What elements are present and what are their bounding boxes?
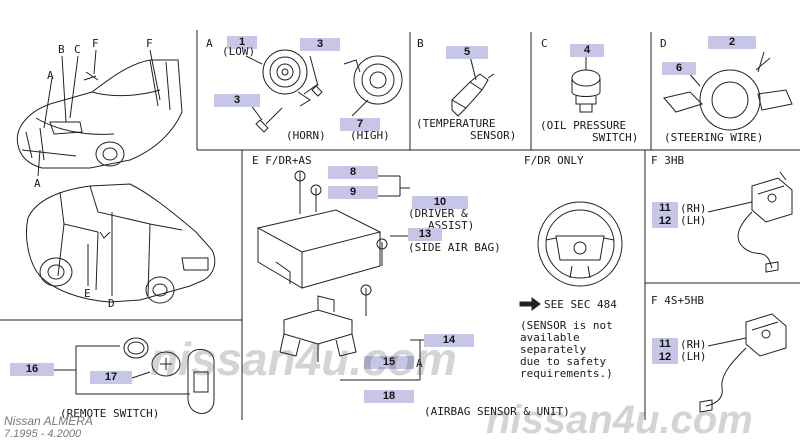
f3hb-sensor-illustration (707, 171, 793, 273)
car-label-d: D (108, 297, 115, 310)
footer-model: Nissan ALMERA (4, 414, 93, 428)
callout-8: 8 (328, 166, 378, 179)
f4s5hb-rh-label: (RH) (680, 338, 707, 351)
car-label-f-right: F (146, 37, 153, 50)
see-sec-label: SEE SEC 484 (544, 298, 617, 311)
steering-wire-label: (STEERING WIRE) (664, 131, 764, 144)
callout-11-f4s5hb: 11 (652, 338, 678, 351)
section-c-letter: C (541, 37, 548, 50)
callout-12-f4s5hb: 12 (652, 351, 678, 364)
fdr-only-label: F/DR ONLY (524, 154, 584, 167)
horn-label: (HORN) (286, 129, 326, 142)
sensor-note-line-4: due to safety (520, 355, 607, 368)
oil-switch-label-2: SWITCH) (592, 131, 639, 144)
callout-16: 16 (10, 363, 54, 376)
section-d-letter: D (660, 37, 667, 50)
sensor-note-line-3: separately (520, 343, 587, 356)
callout-9: 9 (328, 186, 378, 199)
callout-18: 18 (364, 390, 414, 403)
horn-high-label: (HIGH) (350, 129, 390, 142)
airbag-unit-caption: (AIRBAG SENSOR & UNIT) (424, 405, 570, 418)
driver-assist-label-1: (DRIVER & (408, 207, 468, 220)
oil-pressure-switch-illustration (571, 56, 601, 113)
sensor-note-line-2: available (520, 331, 580, 344)
car-label-e: E (84, 287, 91, 300)
f3hb-lh-label: (LH) (680, 214, 707, 227)
callout-17: 17 (90, 371, 132, 384)
callout-3-top: 3 (300, 38, 340, 51)
callout-7: 7 (340, 118, 380, 131)
callout-5: 5 (446, 46, 488, 59)
callout-1: 1 (227, 36, 257, 49)
car-label-f-left: F (92, 37, 99, 50)
oil-switch-label-1: (OIL PRESSURE (540, 119, 627, 132)
watermark-corner: nissan4u.com (486, 398, 753, 442)
watermark-center: nissan4u.com (150, 333, 457, 385)
section-e-heading: E F/DR+AS (252, 154, 312, 167)
sensor-note-line-1: (SENSOR is not (520, 319, 613, 332)
airbag-unit-illustration (256, 170, 623, 381)
car-front-illustration (16, 49, 183, 177)
callout-2: 2 (708, 36, 756, 49)
callout-15: 15 (364, 356, 414, 369)
footer-dates: 7.1995 - 4.2000 (4, 428, 82, 440)
remote-switch-caption: (REMOTE SWITCH) (60, 407, 160, 420)
callout-6: 6 (662, 62, 696, 75)
section-e-letter-a: A (416, 357, 423, 370)
section-frames (0, 30, 800, 420)
remote-switch-illustration (54, 337, 215, 414)
temp-sensor-label-2: SENSOR) (470, 129, 517, 142)
callout-11-f3hb: 11 (652, 202, 678, 215)
callout-13: 13 (408, 228, 442, 241)
horn-low-label: (LOW) (222, 45, 256, 58)
callout-12-f3hb: 12 (652, 215, 678, 228)
section-f4s5hb-heading: F 4S+5HB (651, 294, 704, 307)
section-b-letter: B (417, 37, 424, 50)
callout-14: 14 (424, 334, 474, 347)
car-label-b: B (58, 43, 65, 56)
steering-wire-illustration (663, 51, 793, 131)
f4s5hb-lh-label: (LH) (680, 350, 707, 363)
side-airbag-label: (SIDE AIR BAG) (408, 241, 501, 254)
section-f3hb-heading: F 3HB (651, 154, 685, 167)
f3hb-rh-label: (RH) (680, 202, 707, 215)
callout-4: 4 (570, 44, 604, 57)
temp-sensor-label-1: (TEMPERATURE (416, 117, 496, 130)
temperature-sensor-illustration (451, 55, 495, 117)
f4s5hb-sensor-illustration (699, 313, 787, 413)
car-label-c: C (74, 43, 81, 56)
car-label-a-top: A (47, 69, 54, 82)
car-rear-illustration (26, 183, 216, 304)
callout-3-bottom: 3 (214, 94, 260, 107)
callout-10: 10 (412, 196, 468, 209)
car-label-a-bottom: A (34, 177, 41, 190)
sensor-note-line-5: requirements.) (520, 367, 613, 380)
section-a-letter: A (206, 37, 213, 50)
horn-illustrations (245, 49, 403, 133)
